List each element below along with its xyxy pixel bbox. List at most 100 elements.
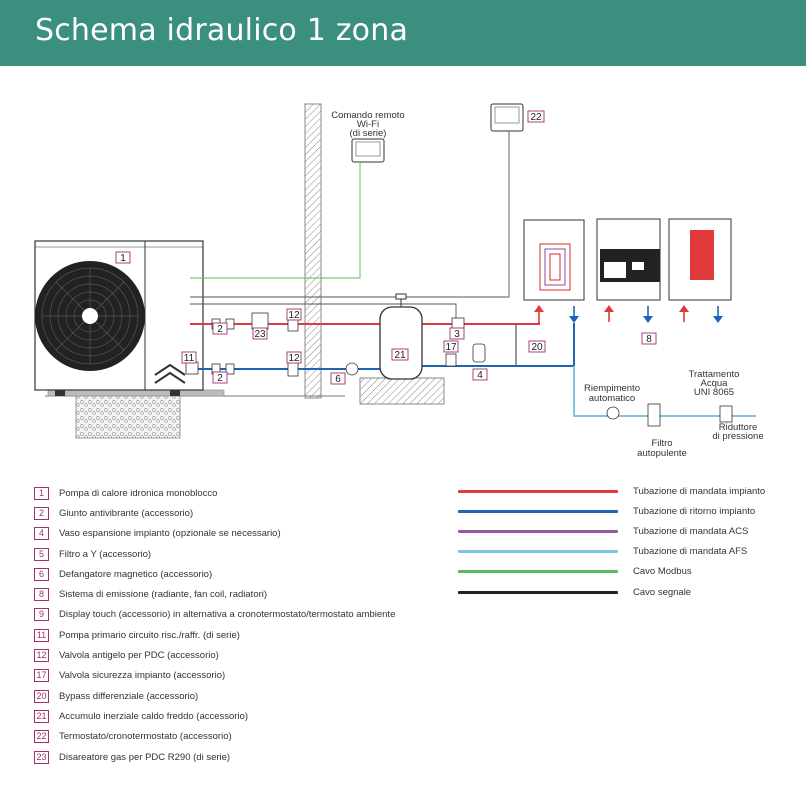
header-banner: Schema idraulico 1 zona bbox=[0, 0, 806, 66]
riduttore-label-1: Riduttore bbox=[719, 422, 758, 433]
legend-item-number: 5 bbox=[34, 547, 49, 561]
legend-item-text: Filtro a Y (accessorio) bbox=[59, 548, 152, 560]
tag-11: 11 bbox=[184, 353, 195, 364]
pipe-color-swatch bbox=[458, 509, 618, 513]
remote-label-3: (di serie) bbox=[350, 128, 387, 139]
legend-item: 6 Defangatore magnetico (accessorio) bbox=[34, 564, 434, 584]
legend-item-number: 21 bbox=[34, 709, 49, 723]
remote-label-1: Comando remoto bbox=[331, 110, 404, 121]
hydraulic-diagram: Comando remoto Wi-Fi (di serie) bbox=[34, 103, 764, 459]
tag-12a: 12 bbox=[288, 310, 300, 321]
pipe-color-swatch bbox=[458, 529, 618, 533]
pipe-legend-text: Cavo Modbus bbox=[633, 566, 692, 578]
pipe-legend-item: Cavo segnale bbox=[458, 582, 798, 602]
legend-item: 5 Filtro a Y (accessorio) bbox=[34, 544, 434, 564]
filtro-label-1: Filtro bbox=[651, 438, 672, 449]
riempimento-label-2: automatico bbox=[589, 393, 635, 404]
pipe-color-swatch bbox=[458, 570, 618, 574]
trattamento-label-1: Trattamento bbox=[689, 369, 740, 380]
legend-item-text: Pompa primario circuito risc./raffr. (di… bbox=[59, 629, 240, 641]
heat-pump-unit bbox=[34, 240, 204, 396]
tag-12b: 12 bbox=[288, 353, 300, 364]
pipe-legend-text: Tubazione di mandata ACS bbox=[633, 525, 749, 537]
legend-item: 22 Termostato/cronotermostato (accessorio… bbox=[34, 727, 434, 747]
legend-item-text: Sistema di emissione (radiante, fan coil… bbox=[59, 589, 268, 601]
legend-item: 20 Bypass differenziale (accessorio) bbox=[34, 686, 434, 706]
legend-item-number: 4 bbox=[34, 527, 49, 541]
tag-20: 20 bbox=[531, 342, 543, 353]
tag-2a: 2 bbox=[217, 324, 223, 335]
riduttore-label-2: di pressione bbox=[712, 431, 763, 442]
signal-cable bbox=[190, 131, 510, 298]
legend-item-number: 17 bbox=[34, 669, 49, 683]
legend-item-number: 6 bbox=[34, 567, 49, 581]
legend-item-number: 22 bbox=[34, 730, 49, 744]
page-title: Schema idraulico 1 zona bbox=[35, 13, 409, 48]
legend-item-text: Disareatore gas per PDC R290 (di serie) bbox=[59, 751, 231, 763]
legend-item-number: 8 bbox=[34, 588, 49, 602]
tag-6: 6 bbox=[335, 374, 341, 385]
legend-item-number: 2 bbox=[34, 506, 49, 520]
legend-item-text: Giunto antivibrante (accessorio) bbox=[59, 507, 194, 519]
legend-item-number: 20 bbox=[34, 689, 49, 703]
pipe-legend-text: Tubazione di mandata AFS bbox=[633, 546, 748, 558]
wall bbox=[304, 103, 322, 399]
legend-item-text: Valvola antigelo per PDC (accessorio) bbox=[59, 650, 219, 662]
pipe-legend-text: Cavo segnale bbox=[633, 586, 692, 598]
legend-item-text: Vaso espansione impianto (opzionale se n… bbox=[59, 528, 281, 540]
tag-17: 17 bbox=[445, 342, 457, 353]
legend-item-text: Pompa di calore idronica monoblocco bbox=[59, 487, 218, 499]
legend-item-number: 9 bbox=[34, 608, 49, 622]
legend-item: 2 Giunto antivibrante (accessorio) bbox=[34, 503, 434, 523]
modbus-cable bbox=[190, 162, 361, 279]
pipe-color-swatch bbox=[458, 590, 618, 594]
inertial-tank bbox=[379, 293, 423, 380]
afs-pipe bbox=[573, 366, 756, 417]
tag-22: 22 bbox=[530, 112, 542, 123]
pipe-legend-item: Cavo Modbus bbox=[458, 562, 798, 582]
legend-item: 4 Vaso espansione impianto (opzionale se … bbox=[34, 524, 434, 544]
pipe-legend-text: Tubazione di ritorno impianto bbox=[633, 505, 756, 517]
gravel-base bbox=[75, 395, 181, 439]
legend-item-number: 12 bbox=[34, 649, 49, 663]
legend-item: 21 Accumulo inerziale caldo freddo (acces… bbox=[34, 706, 434, 726]
legend-item: 8 Sistema di emissione (radiante, fan coi… bbox=[34, 584, 434, 604]
remote-control-device bbox=[351, 138, 385, 163]
legend-item-text: Defangatore magnetico (accessorio) bbox=[59, 568, 213, 580]
tag-21: 21 bbox=[394, 350, 406, 361]
tag-23: 23 bbox=[254, 329, 266, 340]
pipe-color-swatch bbox=[458, 550, 618, 554]
tag-3: 3 bbox=[454, 329, 460, 340]
legend-item-number: 11 bbox=[34, 628, 49, 642]
legend-item: 1 Pompa di calore idronica monoblocco bbox=[34, 483, 434, 503]
tag-8: 8 bbox=[646, 334, 652, 345]
pipe-legend-item: Tubazione di mandata impianto bbox=[458, 481, 798, 501]
legend-item-text: Termostato/cronotermostato (accessorio) bbox=[59, 731, 232, 743]
pipe-legend-item: Tubazione di mandata ACS bbox=[458, 521, 798, 541]
legend-item-number: 1 bbox=[34, 486, 49, 500]
legend-item-number: 23 bbox=[34, 750, 49, 764]
legend-item: 11 Pompa primario circuito risc./raffr. (… bbox=[34, 625, 434, 645]
trattamento-label-2: Acqua bbox=[701, 378, 729, 389]
legend-item: 23 Disareatore gas per PDC R290 (di serie… bbox=[34, 747, 434, 767]
component-legend: 1 Pompa di calore idronica monoblocco 2 Giu… bbox=[34, 483, 434, 767]
riempimento-label-1: Riempimento bbox=[584, 383, 640, 394]
pipe-legend-item: Tubazione di mandata AFS bbox=[458, 542, 798, 562]
tag-1: 1 bbox=[120, 253, 126, 264]
radiator-panel bbox=[668, 218, 732, 301]
trattamento-label-3: UNI 8065 bbox=[694, 387, 734, 398]
pipe-legend-text: Tubazione di mandata impianto bbox=[633, 485, 766, 497]
pipe-color-swatch bbox=[458, 489, 618, 493]
fan-coil-panel bbox=[596, 218, 661, 301]
thermostat-device bbox=[490, 103, 524, 132]
filtro-label-2: autopulente bbox=[637, 448, 687, 459]
legend-item-text: Accumulo inerziale caldo freddo (accesso… bbox=[59, 710, 249, 722]
tank-base bbox=[359, 377, 445, 405]
legend-item-text: Bypass differenziale (accessorio) bbox=[59, 690, 199, 702]
legend-item: 12 Valvola antigelo per PDC (accessorio) bbox=[34, 645, 434, 665]
pipe-legend-item: Tubazione di ritorno impianto bbox=[458, 501, 798, 521]
remote-label-2: Wi-Fi bbox=[357, 119, 379, 130]
